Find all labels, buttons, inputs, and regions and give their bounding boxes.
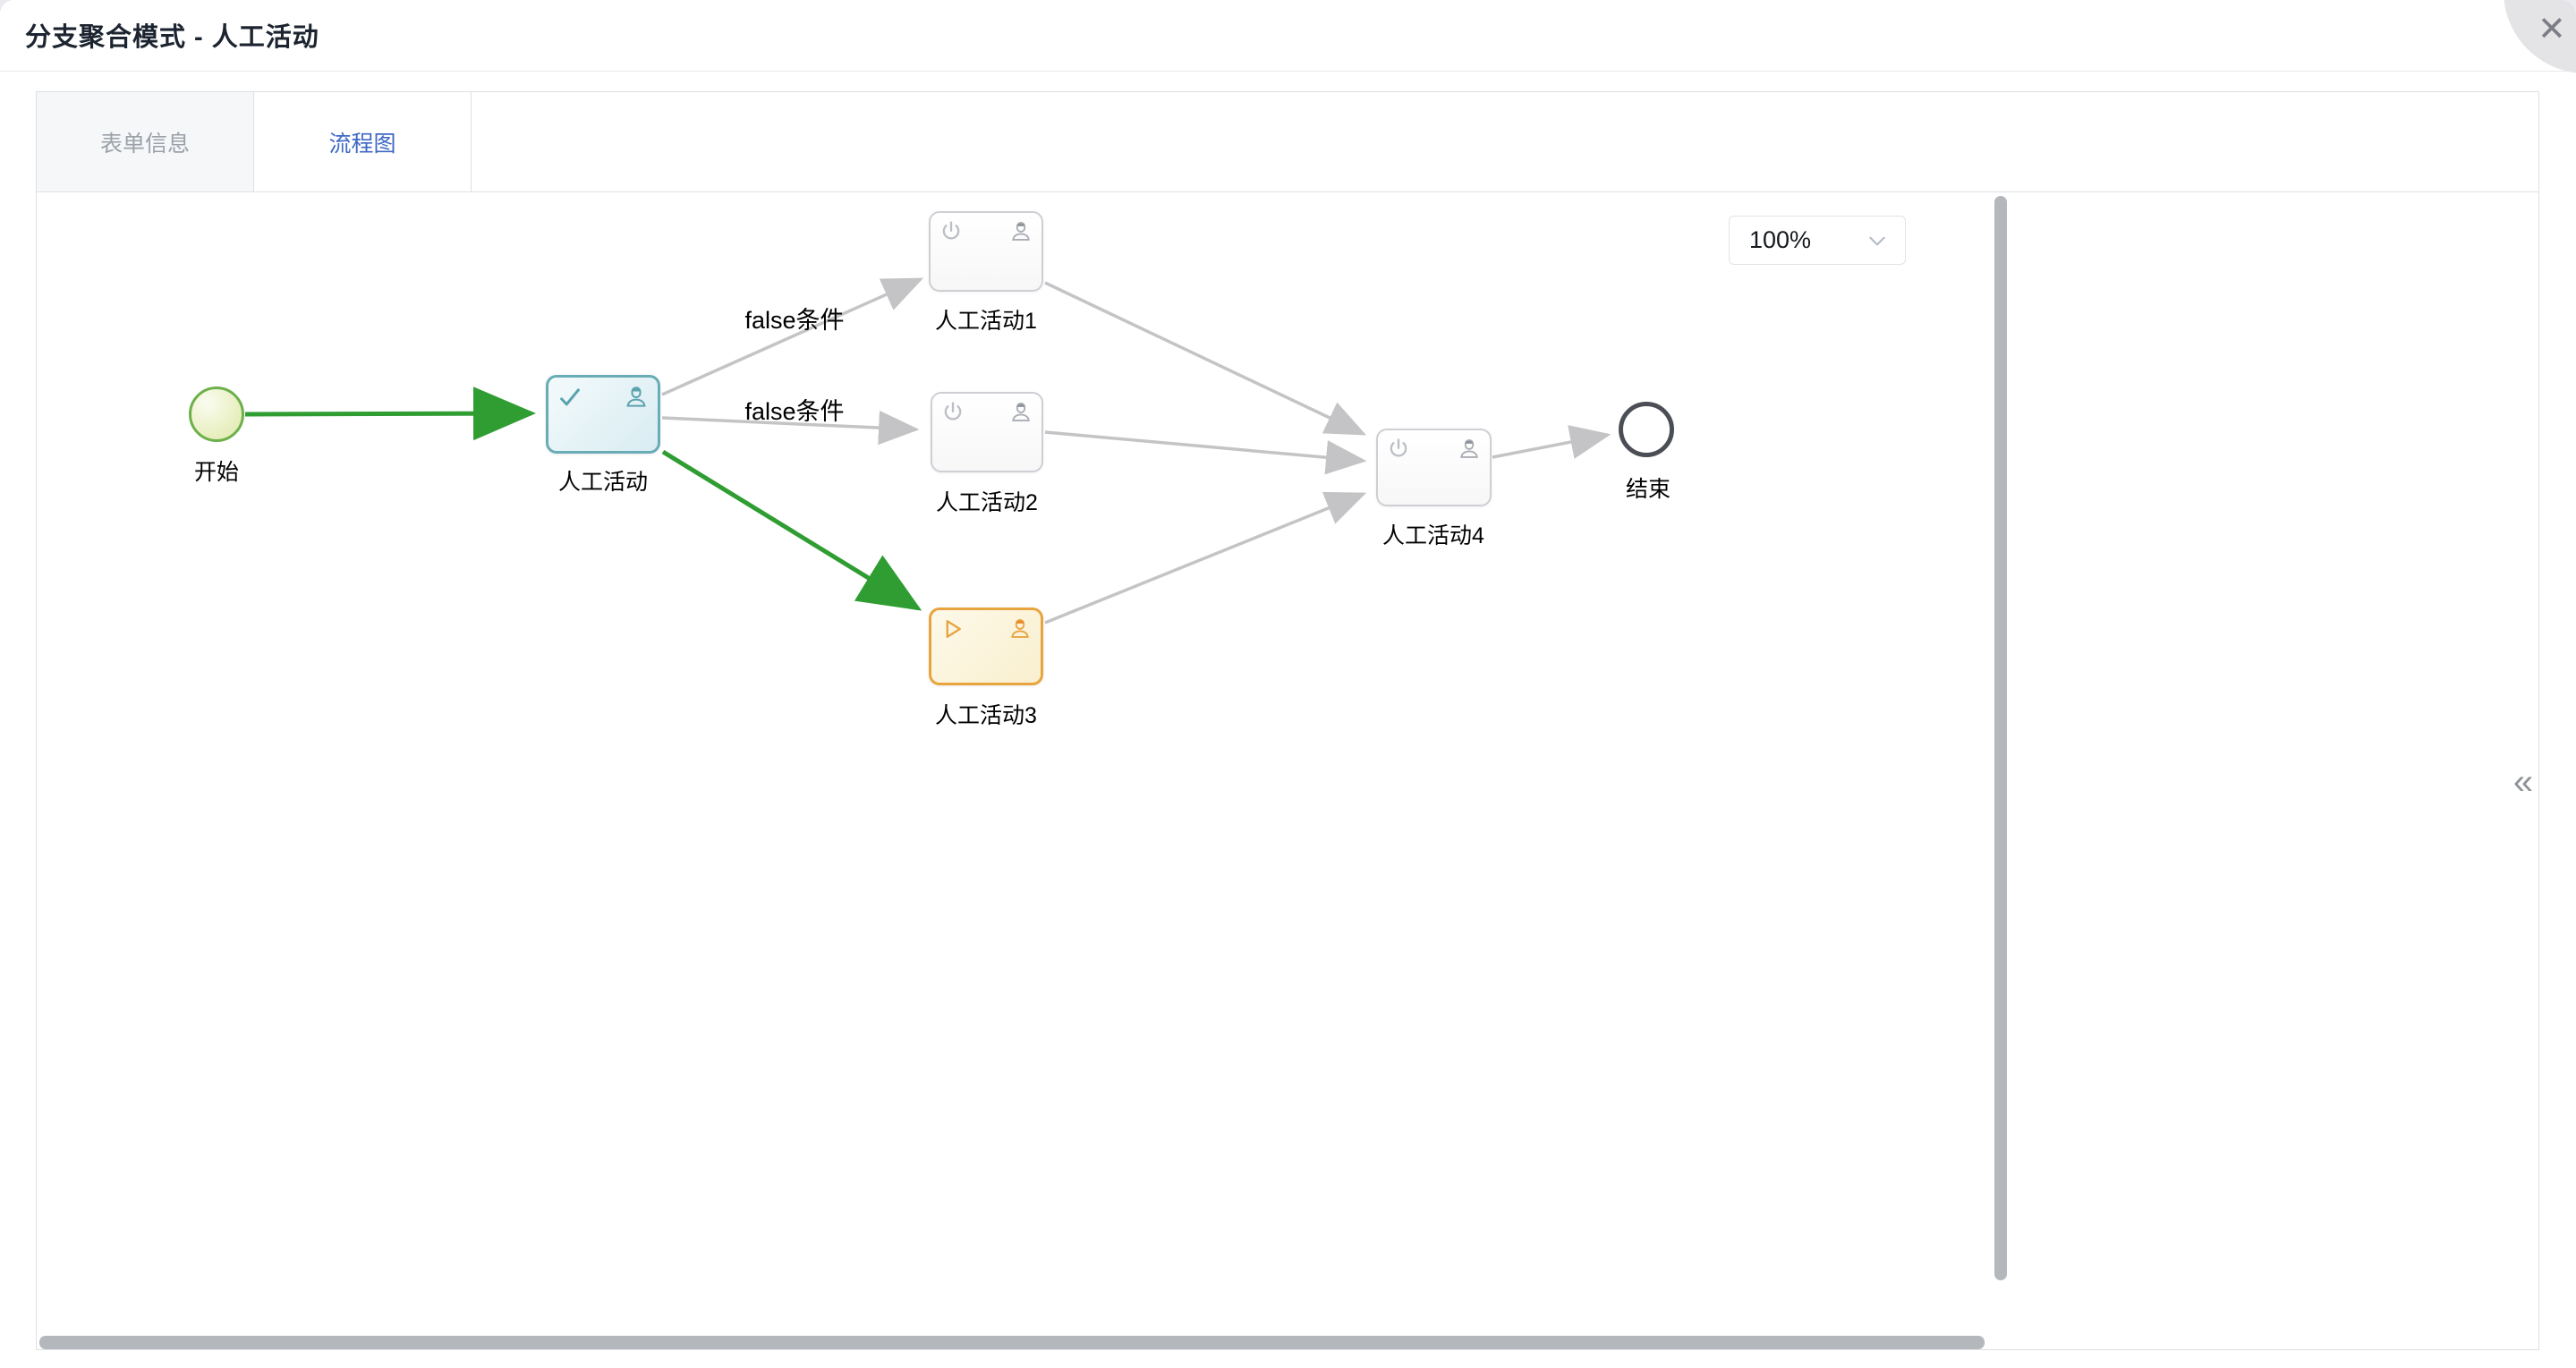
zoom-level-dropdown[interactable]: 100% [1729, 216, 1906, 265]
panel-collapse-button[interactable]: « [2508, 757, 2538, 807]
edge-activity-to-activity2 [661, 410, 920, 446]
chevron-down-icon [1869, 236, 1885, 245]
node-label-activity3: 人工活动3 [935, 703, 1037, 728]
node-end-event[interactable] [1619, 402, 1674, 457]
node-user-task-activity4[interactable] [1376, 429, 1492, 506]
power-icon [1386, 437, 1411, 466]
node-user-task-activity2[interactable] [931, 392, 1043, 472]
power-icon [939, 219, 964, 249]
edge-condition-label: false条件 [744, 398, 845, 425]
user-icon [1007, 616, 1033, 645]
tab-container: 表单信息 流程图 [36, 91, 2539, 1350]
page-title: 分支聚合模式 - 人工活动 [25, 23, 319, 52]
edge-activity1-to-activity4 [1044, 281, 1367, 436]
node-user-task-activity[interactable] [546, 375, 660, 454]
check-icon [557, 384, 583, 415]
node-user-task-activity1[interactable] [929, 211, 1043, 292]
node-start-event[interactable] [189, 387, 244, 442]
edge-condition-label: false条件 [744, 307, 845, 334]
tab-form-info[interactable]: 表单信息 [37, 92, 254, 191]
close-icon: ✕ [2538, 11, 2566, 48]
zoom-level-value: 100% [1749, 226, 1812, 253]
flow-diagram-canvas: false条件 false条件 开始 人工活动 [37, 193, 2538, 1349]
node-label-end: 结束 [1625, 477, 1671, 502]
edge-activity-to-activity3 [661, 449, 922, 611]
flow-edges [244, 277, 1611, 625]
play-icon [939, 616, 965, 646]
node-label-activity1: 人工活动1 [935, 309, 1037, 334]
tab-bar: 表单信息 流程图 [37, 92, 2538, 192]
user-icon [1008, 399, 1033, 429]
tab-label: 表单信息 [99, 131, 190, 157]
node-label-activity2: 人工活动2 [936, 490, 1038, 515]
user-icon [1008, 218, 1033, 248]
titlebar: 分支聚合模式 - 人工活动 [0, 0, 2576, 72]
vertical-scrollbar-thumb[interactable] [1994, 196, 2007, 1280]
node-user-task-activity3[interactable] [929, 608, 1043, 685]
edge-start-to-activity [244, 387, 536, 441]
edge-activity3-to-activity4 [1044, 491, 1367, 625]
user-icon [1457, 436, 1482, 465]
horizontal-scrollbar-thumb[interactable] [39, 1336, 1985, 1349]
edge-activity2-to-activity4 [1044, 430, 1367, 475]
double-chevron-left-icon: « [2512, 761, 2534, 802]
node-label-activity: 人工活动 [557, 470, 649, 495]
edge-activity4-to-end [1492, 425, 1611, 459]
power-icon [940, 400, 965, 429]
user-icon [623, 383, 650, 414]
edge-activity-to-activity1 [661, 277, 924, 396]
node-label-activity4: 人工活动4 [1382, 523, 1484, 548]
tab-flow-chart[interactable]: 流程图 [254, 92, 472, 191]
node-label-start: 开始 [193, 460, 240, 485]
tab-label: 流程图 [328, 131, 396, 157]
